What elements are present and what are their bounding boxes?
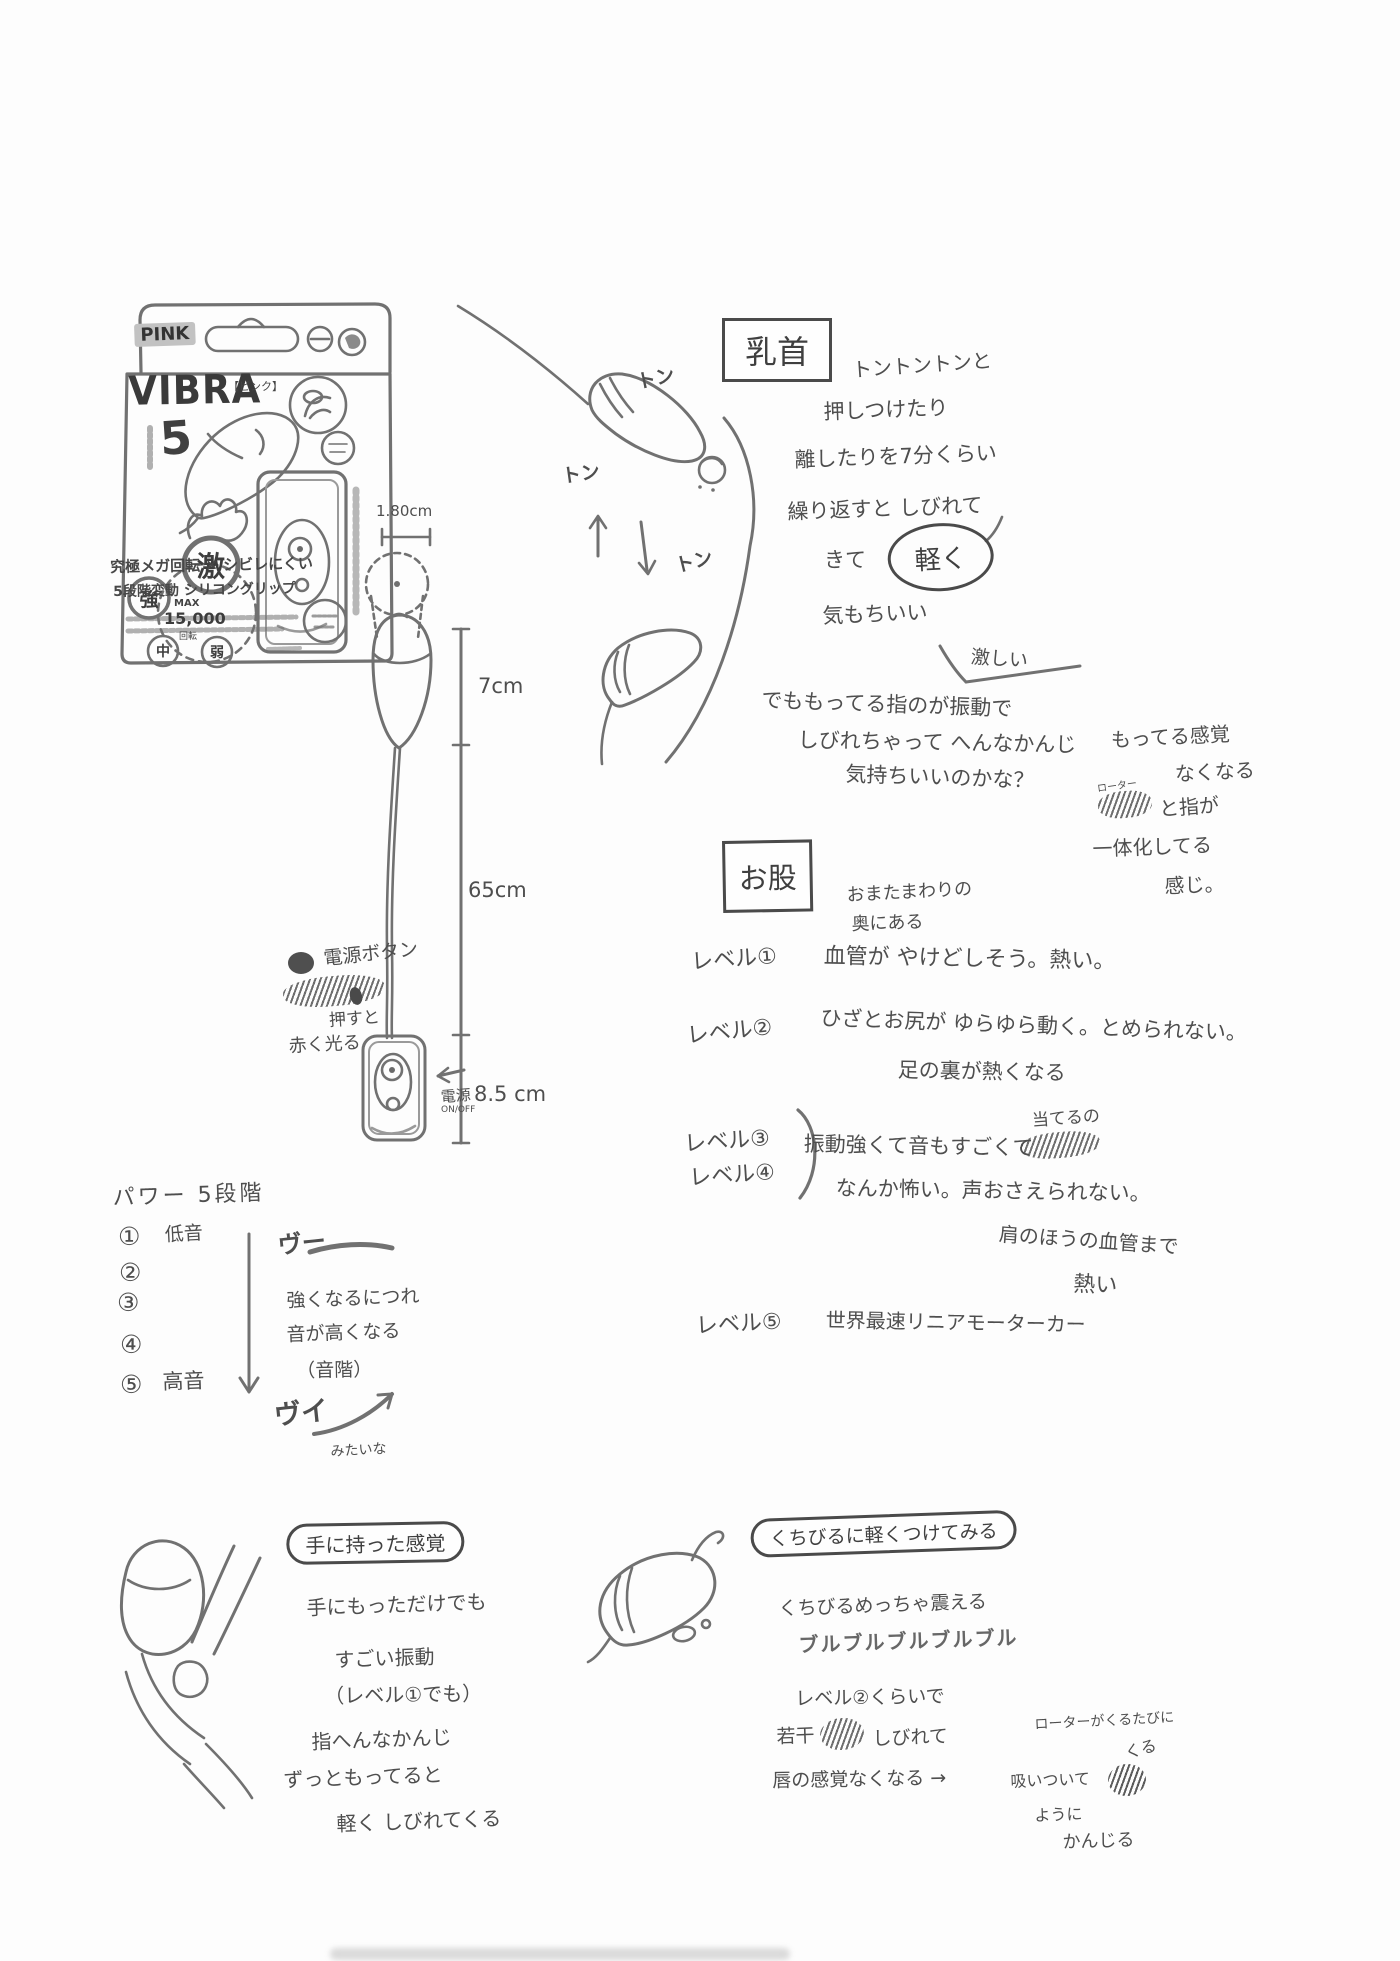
lips-note-4a: 若干 — [776, 1724, 815, 1748]
power-step-3: ③ — [117, 1288, 140, 1317]
nipple-side-3: と指が — [1158, 792, 1220, 821]
nipple-side-1: もってる感覚 — [1110, 721, 1231, 752]
lips-note-5: 唇の感覚なくなる → — [772, 1766, 947, 1792]
level5-label: レベル⑤ — [695, 1309, 783, 1339]
badge-kyo-label: 強 — [139, 588, 159, 611]
power-step-4: ④ — [120, 1330, 143, 1359]
hand-note-2: すごい振動 — [334, 1644, 435, 1672]
cord-length-label: 65cm — [468, 878, 527, 902]
hand-note-5: ずっともってると — [283, 1762, 443, 1792]
section-title-nipple: 乳首 — [722, 318, 832, 382]
power-switch-sub: ON/OFF — [441, 1105, 476, 1115]
section-title-hand: 手に持った感覚 — [286, 1520, 465, 1565]
section-title-lips-label: くちびるに軽くつけてみる — [769, 1520, 998, 1551]
package-bottom-line1: 究極メガ回転 ✕ シビレにくい — [110, 554, 314, 576]
keyword-bubble-karuku-label: 軽く — [914, 543, 968, 577]
lips-note-3: レベル②くらいで — [795, 1685, 945, 1710]
bottom-cutoff-smudge — [330, 1948, 790, 1960]
power-sfx-note: みたいな — [330, 1441, 387, 1460]
power-switch-label: 電源 — [440, 1085, 472, 1106]
level3-label: レベル③ — [683, 1126, 771, 1157]
power-note-1: 強くなるにつれ — [286, 1285, 420, 1312]
power-button-note-press: 押すと — [328, 1007, 381, 1031]
level34-text4: 熱い — [1072, 1271, 1118, 1299]
power-sfx-high: ヴイ — [272, 1395, 330, 1432]
nipple-side-5: 感じ。 — [1164, 871, 1225, 898]
lips-side-2: 吸いついて — [1010, 1769, 1091, 1791]
level34-annotation: 当てるの — [1031, 1106, 1101, 1131]
badge-geki-label: 激 — [196, 550, 225, 583]
nipple-note-6: 気もちいい — [822, 600, 928, 628]
lips-side-3: ように — [1034, 1804, 1083, 1825]
hand-note-6: 軽く しびれてくる — [336, 1806, 502, 1836]
power-low-label: 低音 — [164, 1222, 204, 1246]
nipple-note-5: きて — [824, 548, 866, 572]
level34-text: 振動強くて音もすごくて — [803, 1131, 1034, 1161]
level5-text: 世界最速リニアモーターカー — [825, 1307, 1086, 1337]
power-sfx-low: ヴー — [276, 1226, 328, 1260]
hand-note-4: 指へんなかんじ — [311, 1725, 452, 1754]
level1-text: 血管が やけどしそう。熱い。 — [823, 943, 1116, 975]
package-bottom-line2: 5段階変動 シリコングリップ — [113, 580, 296, 600]
badge-kyo: 強 — [131, 580, 167, 616]
diagram-device-sketch — [349, 612, 466, 1142]
power-note-2: 音が高くなる — [286, 1320, 401, 1346]
nipple-annotation-hageshii: 激しい — [970, 645, 1029, 672]
level2-text2: 足の裏が熱くなる — [897, 1057, 1066, 1085]
hand-note-3: （レベル①でも） — [324, 1681, 483, 1708]
level34-brace-sketch — [796, 1108, 817, 1200]
level1-label: レベル① — [690, 944, 778, 975]
power-high-label: 高音 — [162, 1368, 205, 1394]
badge-jaku-label: 弱 — [210, 645, 224, 661]
nipple-note-2: 押しつけたり — [823, 395, 949, 424]
nipple-note-8: しびれちゃって へんなかんじ — [797, 727, 1077, 757]
package-brand-logo: PINK — [134, 321, 196, 347]
package-model-number: 5 — [158, 409, 194, 466]
badge-jaku: 弱 — [204, 639, 230, 665]
section-title-crotch: お股 — [722, 839, 814, 913]
power-button-dot — [288, 952, 314, 974]
power-step-5: ⑤ — [120, 1370, 143, 1399]
power-note-3: （音階） — [296, 1358, 373, 1382]
section-title-hand-label: 手に持った感覚 — [305, 1531, 446, 1558]
level34-text2: なんか怖い。声おさえられない。 — [835, 1175, 1151, 1206]
power-arrows-sketch — [238, 1232, 395, 1436]
hand-sketch — [119, 1539, 262, 1810]
nipple-side-4: 一体化してる — [1092, 832, 1213, 861]
nipple-sketch — [456, 304, 1082, 766]
controller-length-label: 8.5 cm — [474, 1082, 547, 1106]
power-step-2: ② — [119, 1258, 142, 1287]
rotor-width-label: 1.80cm — [376, 502, 433, 520]
badge-geki: 激 — [185, 539, 237, 591]
sfx-ton-2: トン — [560, 460, 602, 488]
section-title-crotch-label: お股 — [738, 860, 797, 896]
badge-chu: 中 — [150, 638, 176, 664]
lips-sketch — [586, 1530, 725, 1664]
package-max-unit: 回転 — [179, 632, 198, 642]
package-blister-sketch — [256, 470, 360, 654]
power-button-note-glow: 赤く光る — [288, 1032, 362, 1057]
power-step-1: ① — [118, 1222, 141, 1251]
package-max-value: 15,000 — [164, 609, 226, 628]
rotor-head-length-label: 7cm — [478, 674, 524, 698]
level4-label: レベル④ — [688, 1160, 776, 1191]
crotch-intro-2: 奥にある — [851, 911, 924, 935]
package-fineprint-sketch — [125, 425, 348, 651]
section-title-nipple-label: 乳首 — [744, 333, 809, 371]
package-max-label: MAX — [174, 598, 200, 609]
badge-chu-label: 中 — [156, 644, 170, 660]
package-finger-badge-sketch — [288, 375, 356, 466]
lips-side-4: かんじる — [1062, 1829, 1135, 1853]
nipple-side-2: なくなる — [1174, 757, 1256, 786]
package-product-ruby: 【ピンク】 — [228, 380, 283, 393]
power-section-title: パワー 5段階 — [112, 1180, 265, 1211]
lips-note-4b: しびれて — [872, 1725, 949, 1750]
